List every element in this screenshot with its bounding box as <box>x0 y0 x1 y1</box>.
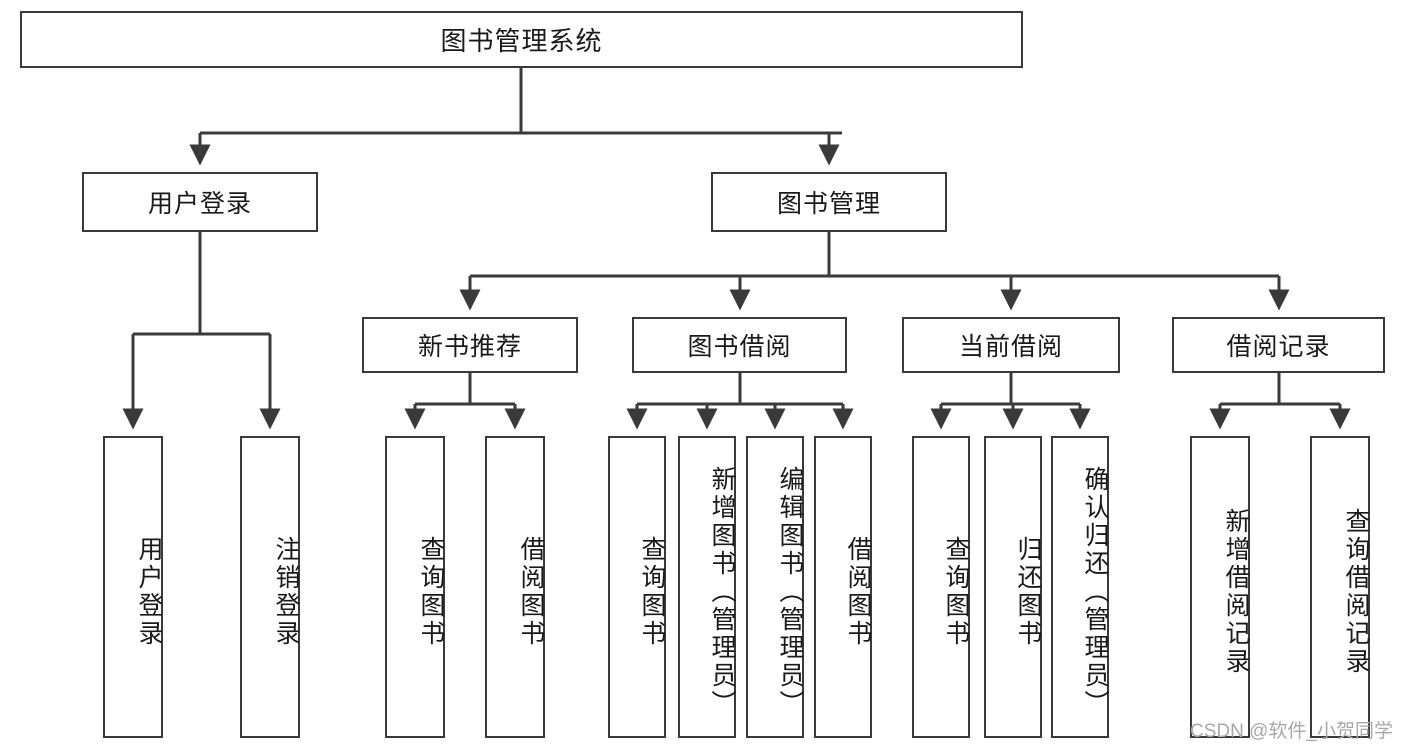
node-label: 当前借阅 <box>958 333 1063 361</box>
node-label: 新书推荐 <box>417 333 522 361</box>
node-label: 查询图书 <box>942 536 970 648</box>
node-label: 借阅图书 <box>844 536 872 648</box>
node-book-manage[interactable]: 图书管理 <box>711 172 947 232</box>
node-label: 查询图书 <box>638 536 666 648</box>
node-label: 新增图书（管理员） <box>708 466 736 718</box>
node-label: 用户登录 <box>135 536 163 648</box>
node-label: 图书管理 <box>776 190 881 218</box>
leaf-borrow-book-recommend[interactable]: 借阅图书 <box>485 436 545 738</box>
leaf-add-book-admin[interactable]: 新增图书（管理员） <box>678 436 736 738</box>
node-current-borrow[interactable]: 当前借阅 <box>902 317 1120 373</box>
node-label: 借阅记录 <box>1226 333 1331 361</box>
node-label: 用户登录 <box>147 190 252 218</box>
node-root-system[interactable]: 图书管理系统 <box>20 11 1023 68</box>
leaf-logout[interactable]: 注销登录 <box>240 436 300 738</box>
leaf-edit-book-admin[interactable]: 编辑图书（管理员） <box>746 436 804 738</box>
leaf-query-book-recommend[interactable]: 查询图书 <box>385 436 445 738</box>
leaf-add-borrow-record[interactable]: 新增借阅记录 <box>1190 436 1250 738</box>
leaf-query-book-borrow[interactable]: 查询图书 <box>608 436 666 738</box>
node-new-book-recommend[interactable]: 新书推荐 <box>362 317 578 373</box>
node-user-login[interactable]: 用户登录 <box>82 172 318 232</box>
leaf-query-book-current[interactable]: 查询图书 <box>912 436 970 738</box>
leaf-query-borrow-record[interactable]: 查询借阅记录 <box>1310 436 1370 738</box>
node-label: 查询借阅记录 <box>1342 508 1370 676</box>
leaf-borrow-book[interactable]: 借阅图书 <box>814 436 872 738</box>
node-label: 新增借阅记录 <box>1222 508 1250 676</box>
node-label: 确认归还（管理员） <box>1081 466 1109 718</box>
node-label: 图书借阅 <box>687 333 792 361</box>
leaf-return-book[interactable]: 归还图书 <box>984 436 1042 738</box>
leaf-user-login[interactable]: 用户登录 <box>103 436 163 738</box>
node-label: 编辑图书（管理员） <box>776 466 804 718</box>
node-book-borrow[interactable]: 图书借阅 <box>632 317 847 373</box>
node-borrow-record[interactable]: 借阅记录 <box>1172 317 1385 373</box>
leaf-confirm-return-admin[interactable]: 确认归还（管理员） <box>1051 436 1109 738</box>
node-label: 归还图书 <box>1014 536 1042 648</box>
node-label: 查询图书 <box>417 536 445 648</box>
node-label: 借阅图书 <box>517 536 545 648</box>
node-label: 注销登录 <box>272 536 300 648</box>
node-label: 图书管理系统 <box>440 26 603 56</box>
